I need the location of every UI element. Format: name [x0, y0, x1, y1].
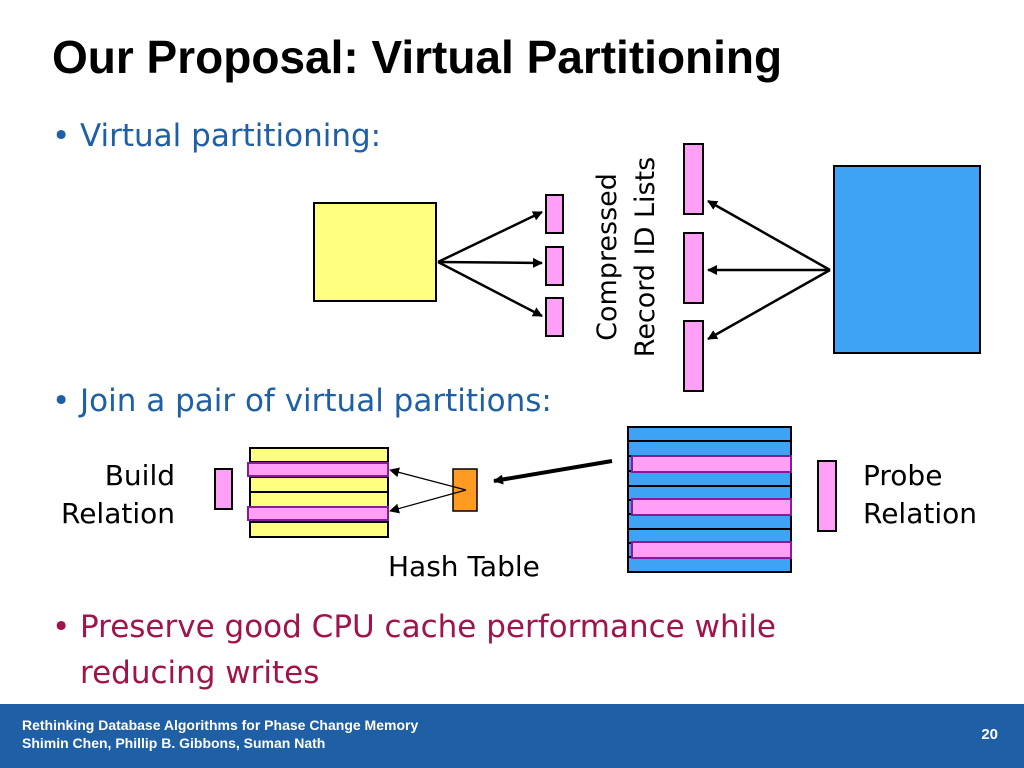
build-relation-table — [247, 447, 389, 538]
slide-title: Our Proposal: Virtual Partitioning — [52, 31, 783, 83]
yellow-relation-block — [313, 202, 437, 302]
virtual-partitioning-diagram — [214, 143, 981, 573]
bullet-text: Join a pair of virtual partitions: — [80, 383, 552, 419]
record-id-list-large — [683, 232, 704, 304]
arrow — [707, 268, 831, 341]
record-id-list-large — [683, 320, 704, 392]
bullet-text: Virtual partitioning: — [80, 118, 382, 154]
record-id-list-large — [683, 143, 704, 215]
arrow — [389, 467, 467, 491]
record-id-list-small — [545, 246, 564, 286]
bullet-dot: • — [52, 118, 71, 154]
probe-row — [627, 556, 792, 573]
build-highlight-row — [247, 462, 389, 477]
bullet-text-continued: reducing writes — [80, 655, 320, 691]
build-row — [249, 521, 389, 538]
probe-highlight-row — [631, 498, 792, 516]
probe-highlight-row — [631, 455, 792, 473]
compressed-rid-lists-label: Compressed Record ID Lists — [592, 157, 661, 357]
arrow — [389, 489, 467, 514]
build-row — [249, 491, 389, 508]
bullet-preserve-cache: • Preserve good CPU cache performance wh… — [52, 609, 852, 699]
label-line-compressed: Compressed — [592, 173, 623, 341]
blue-relation-block — [833, 165, 981, 354]
bullet-dot: • — [52, 609, 71, 645]
arrow — [707, 199, 831, 272]
probe-row — [627, 528, 792, 544]
probe-relation-label-line1: Probe — [863, 459, 943, 492]
arrow — [437, 257, 543, 268]
footer-authors: Shimin Chen, Phillip B. Gibbons, Suman N… — [22, 735, 326, 751]
build-relation-label-line2: Relation — [61, 497, 175, 530]
probe-row — [627, 513, 792, 530]
footer-talk-title: Rethinking Database Algorithms for Phase… — [22, 717, 419, 733]
build-relation-label-line1: Build — [104, 459, 175, 492]
probe-relation-rid-list — [817, 460, 837, 532]
probe-row — [627, 426, 792, 442]
bullet-dot: • — [52, 383, 71, 419]
arrow — [437, 260, 543, 318]
probe-row — [627, 485, 792, 501]
build-row — [249, 447, 389, 463]
probe-arrow — [493, 459, 613, 485]
build-relation-rid-list — [214, 468, 233, 510]
bullet-join-partitions: • Join a pair of virtual partitions: — [52, 383, 612, 423]
page-number: 20 — [981, 726, 998, 743]
label-line-record-id-lists: Record ID Lists — [630, 157, 661, 357]
record-id-list-small — [545, 297, 564, 337]
build-highlight-row — [247, 506, 389, 521]
probe-relation-label-line2: Relation — [863, 497, 977, 530]
record-id-list-small — [545, 194, 564, 234]
probe-relation-table — [627, 426, 792, 573]
hash-table-label: Hash Table — [388, 550, 540, 583]
arrow — [437, 210, 543, 264]
build-row — [249, 476, 389, 493]
bullet-virtual-partitioning: • Virtual partitioning: — [52, 118, 552, 158]
footer-bar: Rethinking Database Algorithms for Phase… — [0, 704, 1024, 768]
probe-highlight-row — [631, 541, 792, 559]
probe-row — [627, 470, 792, 487]
probe-row — [627, 440, 792, 457]
bullet-text: Preserve good CPU cache performance whil… — [80, 609, 776, 645]
